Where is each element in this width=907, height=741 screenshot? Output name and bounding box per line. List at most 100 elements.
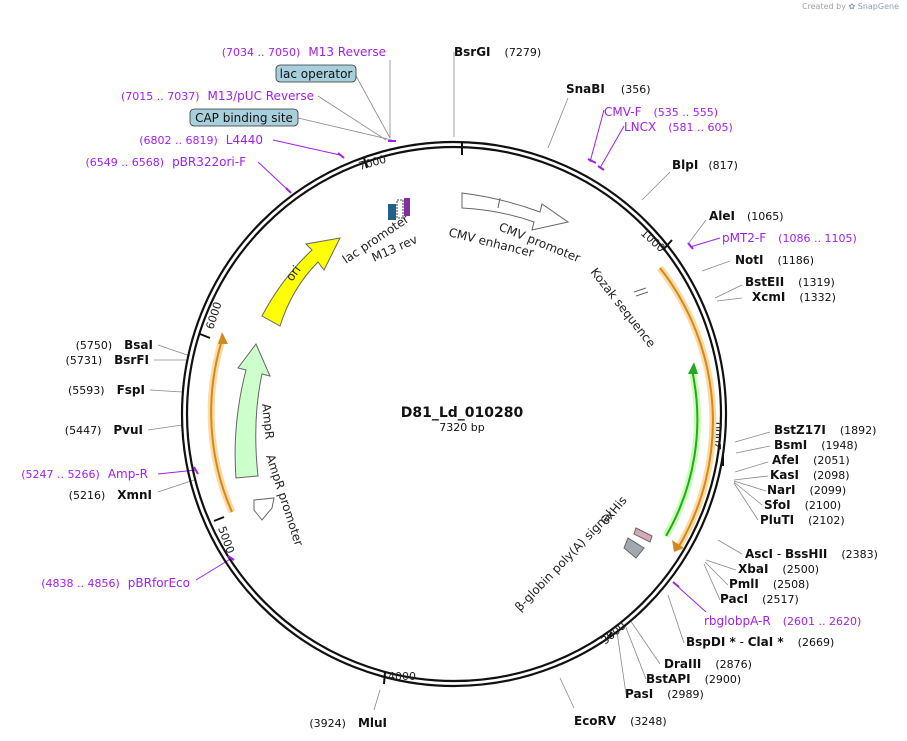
leader-bsteii	[714, 284, 743, 299]
leader-noti	[701, 260, 731, 272]
site-pasi: PasI(2989)	[625, 687, 704, 701]
primer-mark-lncx	[597, 165, 605, 171]
lac-operator-tag: lac operator	[275, 64, 357, 83]
snapgene-credit: Created by ✿ SnapGene	[802, 2, 899, 11]
primer-mark-cmvf	[587, 158, 597, 164]
site-xcmi: XcmI(1332)	[752, 290, 836, 304]
primers-left: (7034 .. 7050)M13 Reverse (7015 .. 7037)…	[21, 45, 386, 590]
primer-m13-reverse: (7034 .. 7050)M13 Reverse	[222, 45, 386, 59]
leader-m13puc	[317, 95, 387, 141]
site-noti: NotI(1186)	[735, 253, 814, 267]
cmv-enhancer-divider	[497, 197, 501, 209]
orange-arc-right	[659, 267, 714, 549]
leader-bsai	[157, 344, 191, 357]
primer-lncx: LNCX(581 .. 605)	[624, 120, 733, 134]
leader-pmli	[704, 561, 729, 586]
leader-lac-operator	[354, 73, 391, 139]
site-afei: AfeI(2051)	[772, 453, 850, 467]
restriction-sites-left: (3924)MluI (5216)XmnI (5447)PvuI (5593)F…	[65, 338, 387, 730]
site-bsteii: BstEII(1319)	[745, 275, 835, 289]
primer-mark-pbrforeco	[227, 555, 235, 561]
tick-label-1000: 1000	[638, 227, 668, 255]
leader-pluti	[733, 482, 759, 521]
leader-bsmi	[735, 445, 771, 454]
site-pmli: PmlI(2508)	[729, 577, 809, 591]
leader-bstapi	[624, 624, 647, 680]
leader-lncx	[599, 125, 625, 169]
site-bstapi: BstAPI(2900)	[646, 672, 741, 686]
primer-mark-rbglob	[672, 581, 680, 588]
leader-fspi	[149, 389, 183, 393]
leader-cap	[297, 117, 393, 141]
site-sfoi: SfoI(2100)	[764, 498, 841, 512]
tick-label-3000: 3000	[599, 619, 629, 647]
cmv-promoter-arrow	[461, 192, 570, 231]
site-snabi: SnaBI(356)	[566, 82, 651, 96]
leader-blpi	[641, 171, 671, 201]
site-bsrgi: BsrGI(7279)	[454, 45, 541, 59]
snapgene-logo-icon: ✿	[848, 2, 856, 11]
cap-site-text: CAP binding site	[195, 111, 293, 125]
leader-snabi	[547, 97, 569, 149]
primer-mark-ampr	[193, 466, 199, 475]
leader-l4440	[272, 139, 341, 156]
primer-pmt2-f: pMT2-F(1086 .. 1105)	[722, 231, 857, 245]
site-ecorv: EcoRV(3248)	[574, 714, 667, 728]
leader-alei	[687, 219, 707, 245]
leader-afei	[734, 461, 769, 473]
backbone-inner	[185, 145, 723, 683]
site-kasi: KasI(2098)	[770, 468, 850, 482]
backbone-outer	[180, 140, 728, 688]
site-alei: AleI(1065)	[709, 209, 784, 223]
leader-lines	[147, 52, 771, 711]
leader-sfoi	[733, 481, 763, 506]
site-pluti: PluTI(2102)	[760, 513, 845, 527]
site-paci: PacI(2517)	[720, 592, 799, 606]
leader-bspdi	[667, 594, 685, 644]
green-arc	[665, 369, 699, 537]
primer-mark-l4440	[337, 152, 345, 159]
kozak-mark-1	[633, 287, 647, 293]
site-bsmi: BsmI(1948)	[774, 438, 858, 452]
ori-arrow	[261, 237, 341, 327]
ampr-label: AmpR	[259, 403, 277, 440]
leader-xbai	[705, 559, 737, 571]
site-mlui: (3924)MluI	[309, 716, 387, 730]
primer-mark-pmt2	[687, 242, 694, 250]
plasmid-length: 7320 bp	[439, 421, 484, 434]
tick-3000	[605, 631, 613, 641]
his-tag-block	[633, 527, 653, 543]
betaglobin-label: β-globin poly(A) signal	[512, 507, 616, 614]
site-blpi: BlpI(817)	[672, 158, 738, 172]
leader-xmni	[157, 479, 195, 493]
tick-6000	[199, 333, 211, 339]
tick-marks	[199, 142, 724, 685]
leader-mlui	[373, 689, 381, 711]
primer-amp-r: (5247 .. 5266)Amp-R	[21, 467, 148, 481]
tick-1000	[662, 239, 673, 251]
site-draiii: DraIII(2876)	[664, 657, 752, 671]
site-pvui: (5447)PvuI	[65, 423, 143, 437]
lac-promoter-block	[396, 199, 404, 219]
primer-pbr322ori: (6549 .. 6568)pBR322ori-F	[86, 155, 247, 169]
m13-rev-block	[404, 198, 410, 216]
site-asci: AscI - BssHII(2383)	[745, 547, 878, 561]
leader-pbr322ori	[257, 161, 289, 191]
primer-mark-pbr322	[285, 187, 292, 194]
primer-marks	[193, 140, 694, 588]
leader-draiii	[629, 619, 661, 665]
leader-rbglobpa	[675, 584, 707, 613]
primer-rbglobpa-r: rbglobpA-R(2601 .. 2620)	[704, 614, 861, 628]
leader-cmvf	[589, 109, 605, 163]
tick-label-7000: 7000	[357, 153, 387, 173]
leader-pmt2	[689, 237, 721, 248]
orange-arc-left-arrow	[218, 332, 228, 344]
site-bstz17i: BstZ17I(1892)	[774, 423, 876, 437]
ampr-promoter-arrow	[253, 497, 275, 521]
site-fspi: (5593)FspI	[68, 383, 145, 397]
site-nari: NarI(2099)	[767, 483, 846, 497]
leader-kasi	[733, 475, 769, 481]
primer-m13puc-reverse: (7015 .. 7037)M13/pUC Reverse	[121, 89, 314, 103]
orange-arc-left	[210, 339, 233, 513]
